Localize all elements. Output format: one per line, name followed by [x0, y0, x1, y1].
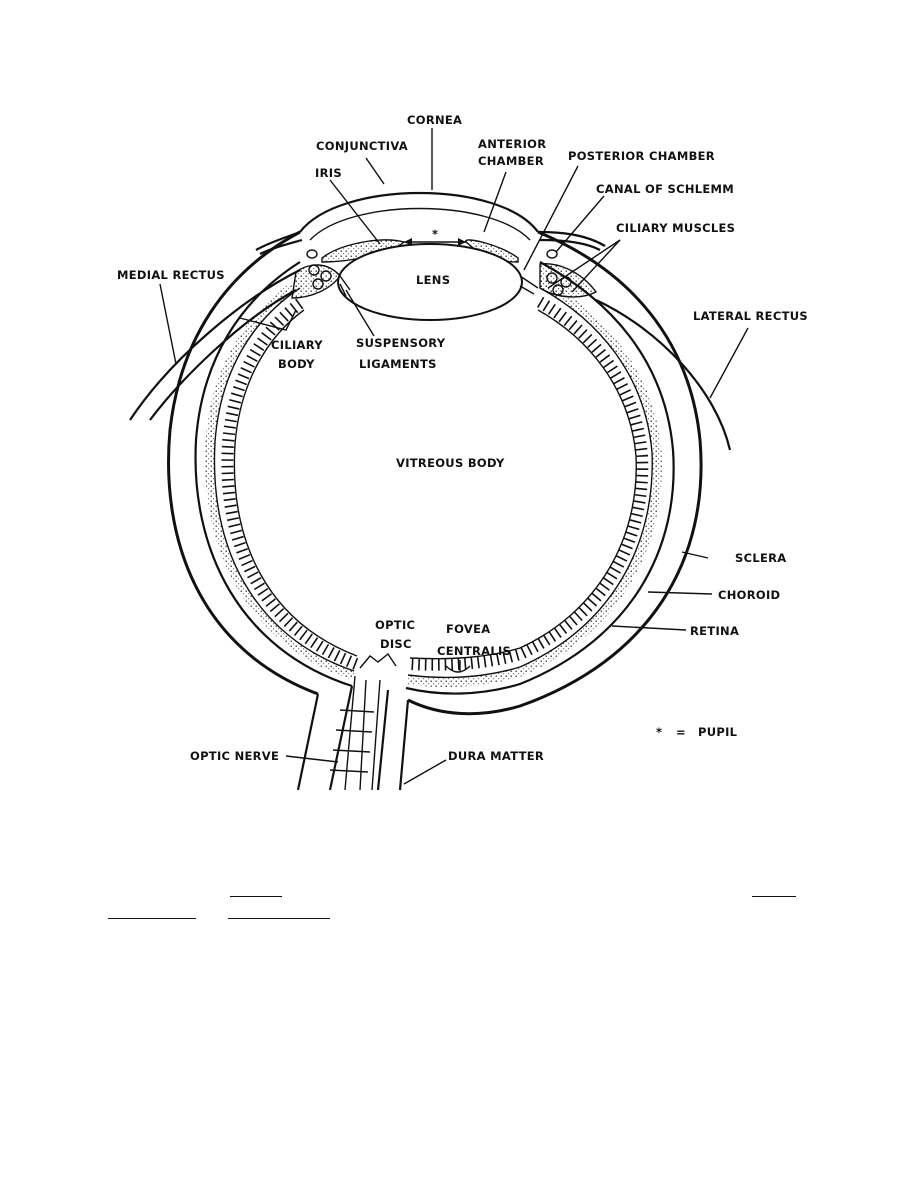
label-retina: RETINA	[690, 624, 739, 638]
answer-blank-4	[228, 918, 330, 919]
label-iris: IRIS	[315, 166, 342, 180]
label-lateral-rectus: LATERAL RECTUS	[693, 309, 808, 323]
leader-optic-nerve	[285, 755, 339, 763]
optic-nerve-fibers	[329, 675, 381, 791]
leader-ciliary-muscles-b	[571, 239, 621, 293]
answer-blank-1	[230, 896, 282, 897]
label-optic-disc-2: DISC	[380, 637, 412, 651]
label-anterior-chamber-1: ANTERIOR	[478, 137, 546, 151]
choroid-outline	[213, 287, 653, 679]
label-sclera: SCLERA	[735, 551, 786, 565]
pupil-legend-symbol: *	[656, 725, 662, 739]
leader-ciliary-muscles-a	[547, 239, 621, 289]
leader-choroid	[647, 591, 713, 595]
label-lens: LENS	[416, 273, 450, 287]
label-ciliary-muscles: CILIARY MUSCLES	[616, 221, 735, 235]
label-fovea-centralis-2: CENTRALIS	[437, 644, 511, 658]
label-optic-disc-1: OPTIC	[375, 618, 415, 632]
leader-anterior-chamber	[483, 171, 507, 233]
answer-blank-2	[752, 896, 796, 897]
lens-shape	[337, 243, 523, 321]
optic-disc-cup	[359, 652, 397, 669]
label-posterior-chamber: POSTERIOR CHAMBER	[568, 149, 715, 163]
cornea-outer	[299, 191, 539, 233]
sclera-inner-line	[194, 261, 675, 695]
leader-posterior-chamber	[523, 165, 579, 271]
canal-of-schlemm-right	[546, 249, 558, 259]
label-cornea: CORNEA	[407, 113, 462, 127]
leader-dura-matter	[403, 759, 447, 785]
leader-suspensory-ligaments	[345, 289, 375, 337]
pupil-legend-equals: =	[676, 725, 686, 739]
cornea-inner	[309, 207, 531, 241]
optic-nerve-core	[328, 685, 390, 791]
label-medial-rectus: MEDIAL RECTUS	[117, 268, 225, 282]
label-fovea-centralis-1: FOVEA	[446, 622, 490, 636]
label-conjunctiva: CONJUNCTIVA	[316, 139, 408, 153]
leader-iris	[329, 179, 381, 245]
sclera-outer-wall	[167, 230, 703, 716]
leader-lines	[159, 128, 749, 785]
label-suspensory-ligaments-1: SUSPENSORY	[356, 336, 446, 350]
choroid-band	[204, 278, 662, 687]
leader-conjunctiva	[365, 157, 385, 185]
conjunctiva-flap-left	[255, 230, 303, 255]
label-optic-nerve: OPTIC NERVE	[190, 749, 279, 763]
iris-left	[321, 239, 406, 263]
canal-of-schlemm-left	[306, 249, 318, 259]
label-canal-of-schlemm: CANAL OF SCHLEMM	[596, 182, 734, 196]
fovea-pit	[445, 665, 471, 673]
optic-nerve-sheath	[296, 693, 410, 791]
label-choroid: CHOROID	[718, 588, 780, 602]
ciliary-body-right	[519, 263, 598, 298]
label-anterior-chamber-2: CHAMBER	[478, 154, 544, 168]
label-ciliary-body-2: BODY	[278, 357, 315, 371]
leader-medial-rectus	[159, 283, 177, 365]
medial-rectus-muscle	[129, 269, 301, 421]
label-vitreous-body: VITREOUS BODY	[396, 456, 505, 470]
label-suspensory-ligaments-2: LIGAMENTS	[359, 357, 437, 371]
leader-retina	[611, 625, 687, 631]
leader-lateral-rectus	[709, 327, 749, 399]
retina-outline	[233, 309, 637, 660]
retina-band	[221, 296, 649, 671]
leader-sclera	[681, 551, 709, 559]
label-dura-matter: DURA MATTER	[448, 749, 544, 763]
leader-canal-of-schlemm	[555, 195, 605, 253]
pupil-marker: *	[432, 227, 438, 241]
pupil-legend-text: PUPIL	[698, 725, 738, 739]
answer-blank-3	[108, 918, 196, 919]
label-ciliary-body-1: CILIARY	[271, 338, 323, 352]
lateral-rectus-muscle	[595, 299, 732, 451]
leader-ciliary-body	[239, 309, 297, 331]
ciliary-body-left	[291, 264, 351, 299]
